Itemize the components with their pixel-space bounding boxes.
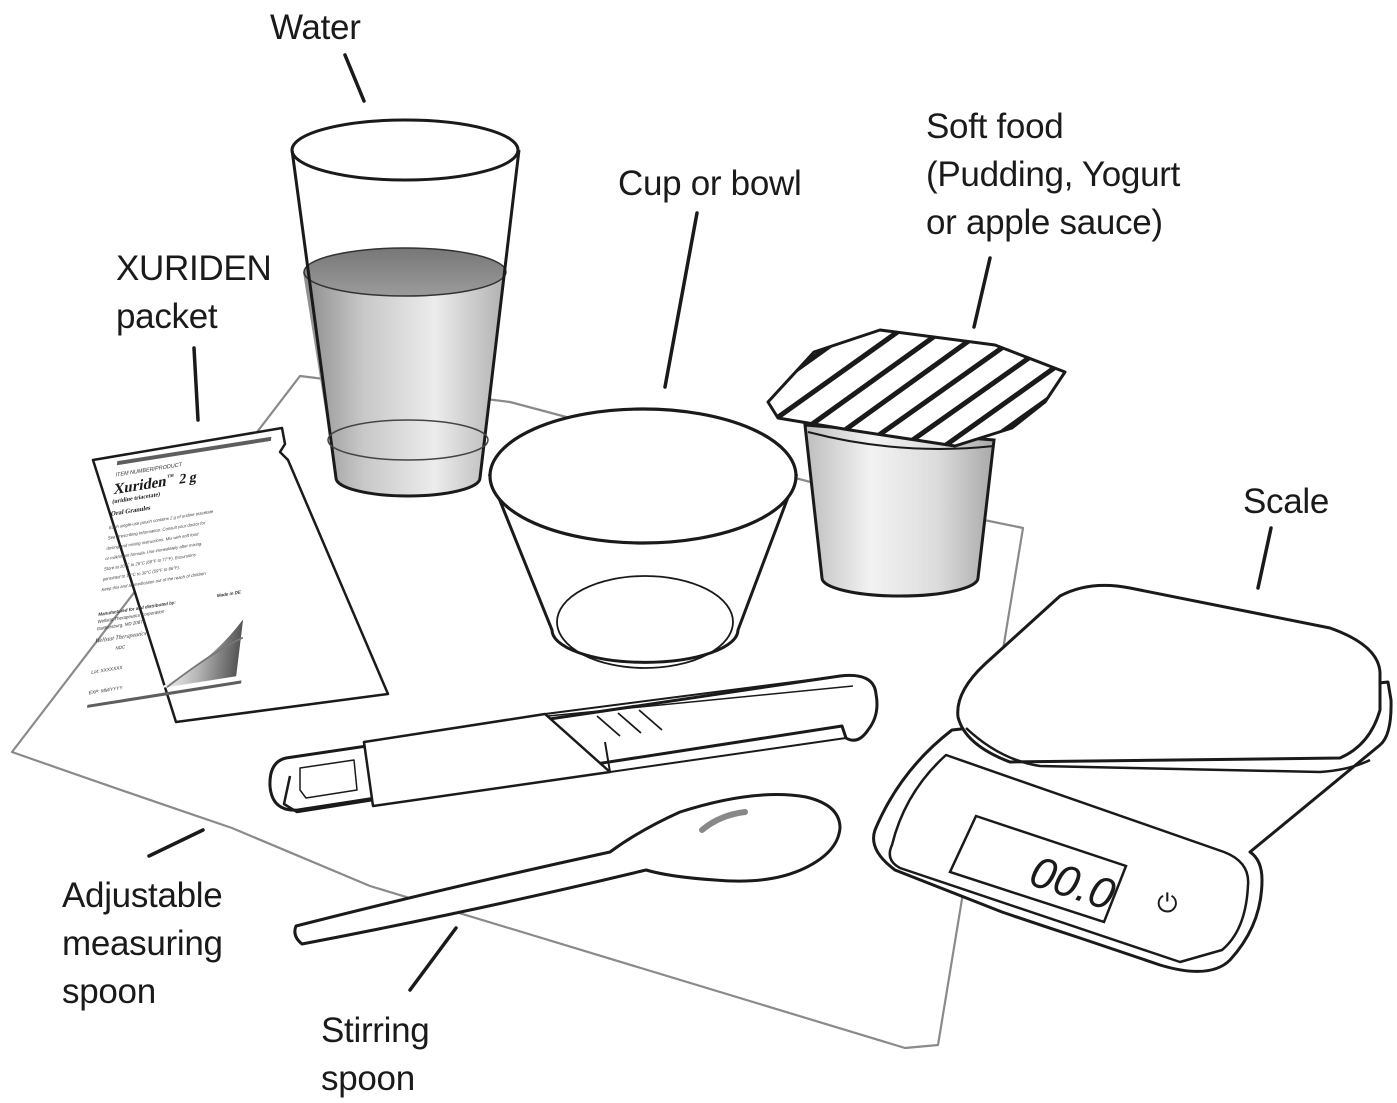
label-line: Adjustable	[62, 872, 223, 920]
label-line: XURIDEN	[116, 245, 271, 293]
cup-leader-line	[665, 213, 697, 387]
label-line: measuring	[62, 920, 223, 968]
label-line: Cup or bowl	[618, 160, 801, 208]
stirring-spoon-leader-line	[410, 928, 456, 990]
label-line: (Pudding, Yogurt	[926, 151, 1180, 199]
label-line: Scale	[1243, 478, 1329, 526]
measuring-spoon-leader-line	[149, 830, 203, 856]
foil-lid	[740, 310, 1110, 462]
label-water: Water	[270, 4, 361, 52]
scale-leader-line	[1258, 528, 1271, 588]
label-line: spoon	[321, 1055, 429, 1103]
label-line: Stirring	[321, 1007, 429, 1055]
soft-food-leader-line	[974, 258, 990, 327]
label-line: Soft food	[926, 103, 1180, 151]
label-line: Water	[270, 4, 361, 52]
label-line: or apple sauce)	[926, 199, 1180, 247]
label-line: spoon	[62, 968, 223, 1016]
label-scale: Scale	[1243, 478, 1329, 526]
label-line: packet	[116, 293, 271, 341]
water-leader-line	[345, 55, 364, 101]
label-cup-or-bowl: Cup or bowl	[618, 160, 801, 208]
packet-leader-line	[194, 348, 198, 420]
power-icon[interactable]: ⏻	[1157, 889, 1178, 919]
